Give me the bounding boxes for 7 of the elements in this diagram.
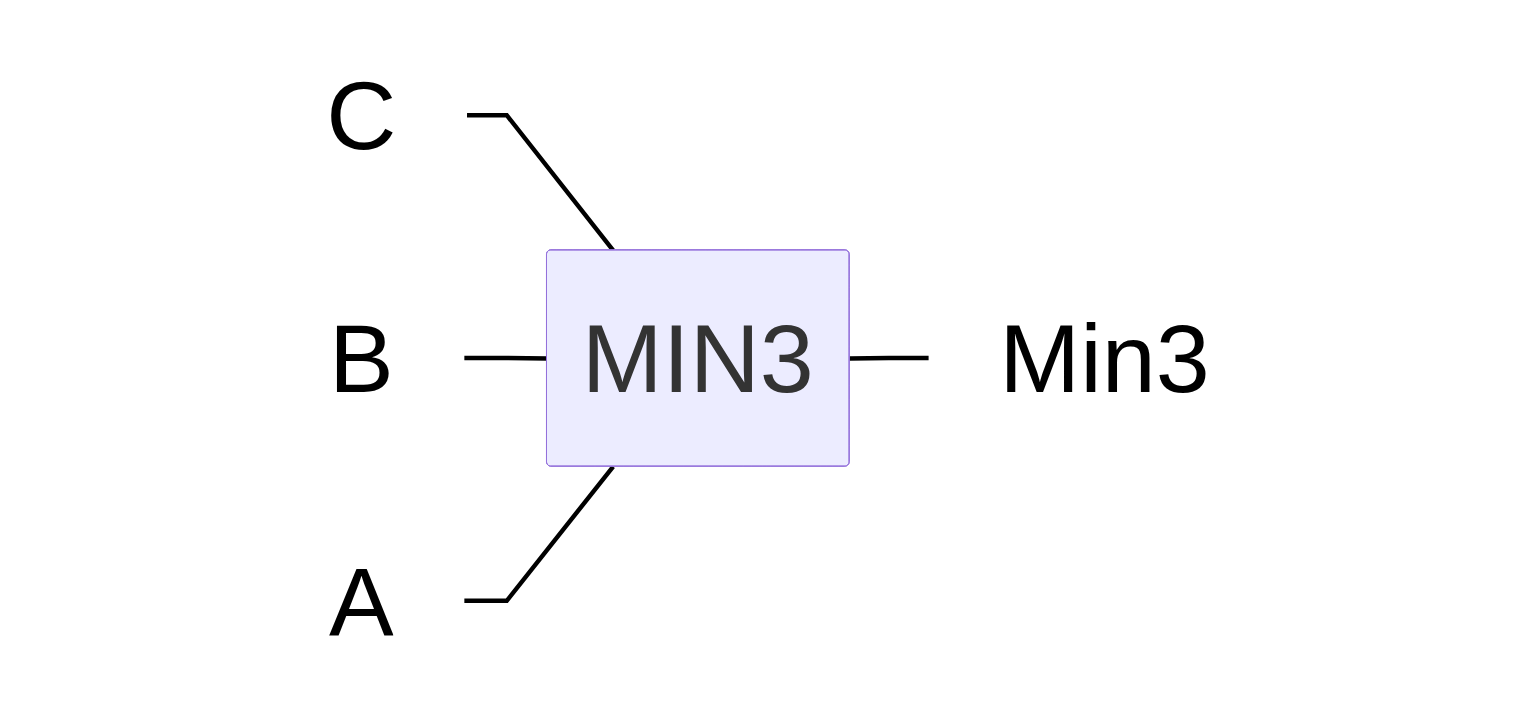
connector [849, 355, 929, 361]
node-text: B [328, 303, 394, 413]
connector [464, 465, 615, 603]
connector [464, 355, 547, 361]
node-text: C [326, 60, 397, 170]
node-text: A [328, 546, 394, 656]
node-text: Min3 [999, 303, 1210, 413]
